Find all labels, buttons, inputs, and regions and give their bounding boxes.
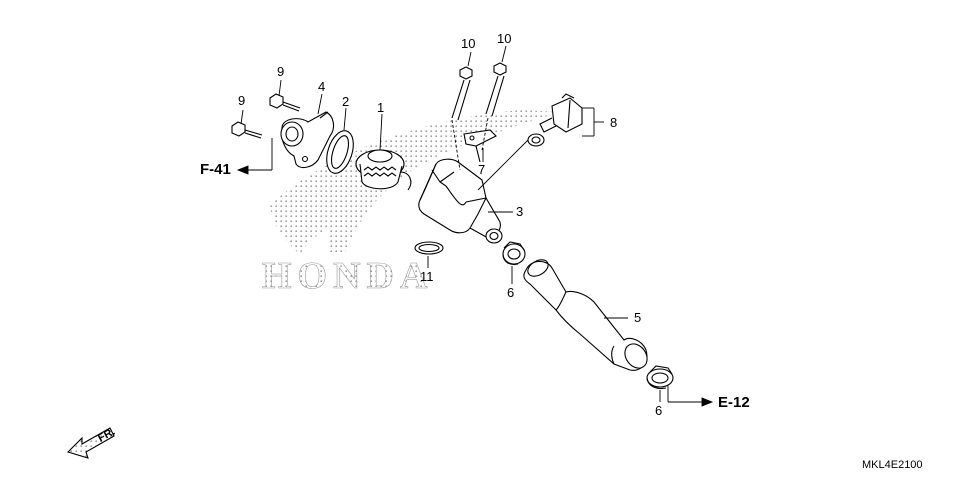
diagram-code: MKL4E2100	[862, 459, 923, 471]
callout-9-top: 9	[277, 64, 285, 79]
reference-e12: E-12	[718, 394, 750, 411]
hose-clamp-6-upper	[502, 241, 526, 266]
reference-f41: F-41	[200, 161, 231, 178]
bolt-9-top	[269, 93, 301, 112]
callout-10-left: 10	[461, 36, 476, 51]
callout-11: 11	[420, 269, 434, 284]
bolt-10-right	[485, 62, 507, 117]
callout-6-lower: 6	[655, 403, 663, 418]
callout-3: 3	[516, 204, 524, 219]
callout-7: 7	[478, 162, 486, 177]
thermostat-housing-3	[418, 158, 503, 244]
bolt-9-left	[231, 121, 263, 139]
water-hose-5	[523, 259, 648, 371]
bracket-7	[463, 129, 497, 163]
callout-2: 2	[342, 94, 350, 109]
callout-9-left: 9	[238, 93, 246, 108]
front-direction-arrow	[66, 427, 115, 459]
callout-10-right: 10	[497, 31, 512, 46]
callout-1: 1	[377, 100, 385, 115]
honda-wing-watermark	[270, 110, 560, 255]
thermostat-1	[355, 149, 412, 191]
callout-5: 5	[634, 310, 642, 325]
temperature-sensor-8	[539, 93, 583, 133]
honda-logo-text: HONDA	[262, 255, 433, 297]
hose-clamp-6-lower	[646, 365, 674, 390]
bolt-10-left	[451, 66, 473, 121]
o-ring-11	[414, 241, 444, 255]
outlet-elbow-4	[280, 111, 335, 169]
callout-6-upper: 6	[507, 285, 515, 300]
callout-4: 4	[318, 79, 326, 94]
callout-8: 8	[610, 115, 618, 130]
sealing-washer	[527, 133, 545, 147]
leader-lines	[236, 45, 714, 407]
gasket-2	[326, 130, 354, 174]
